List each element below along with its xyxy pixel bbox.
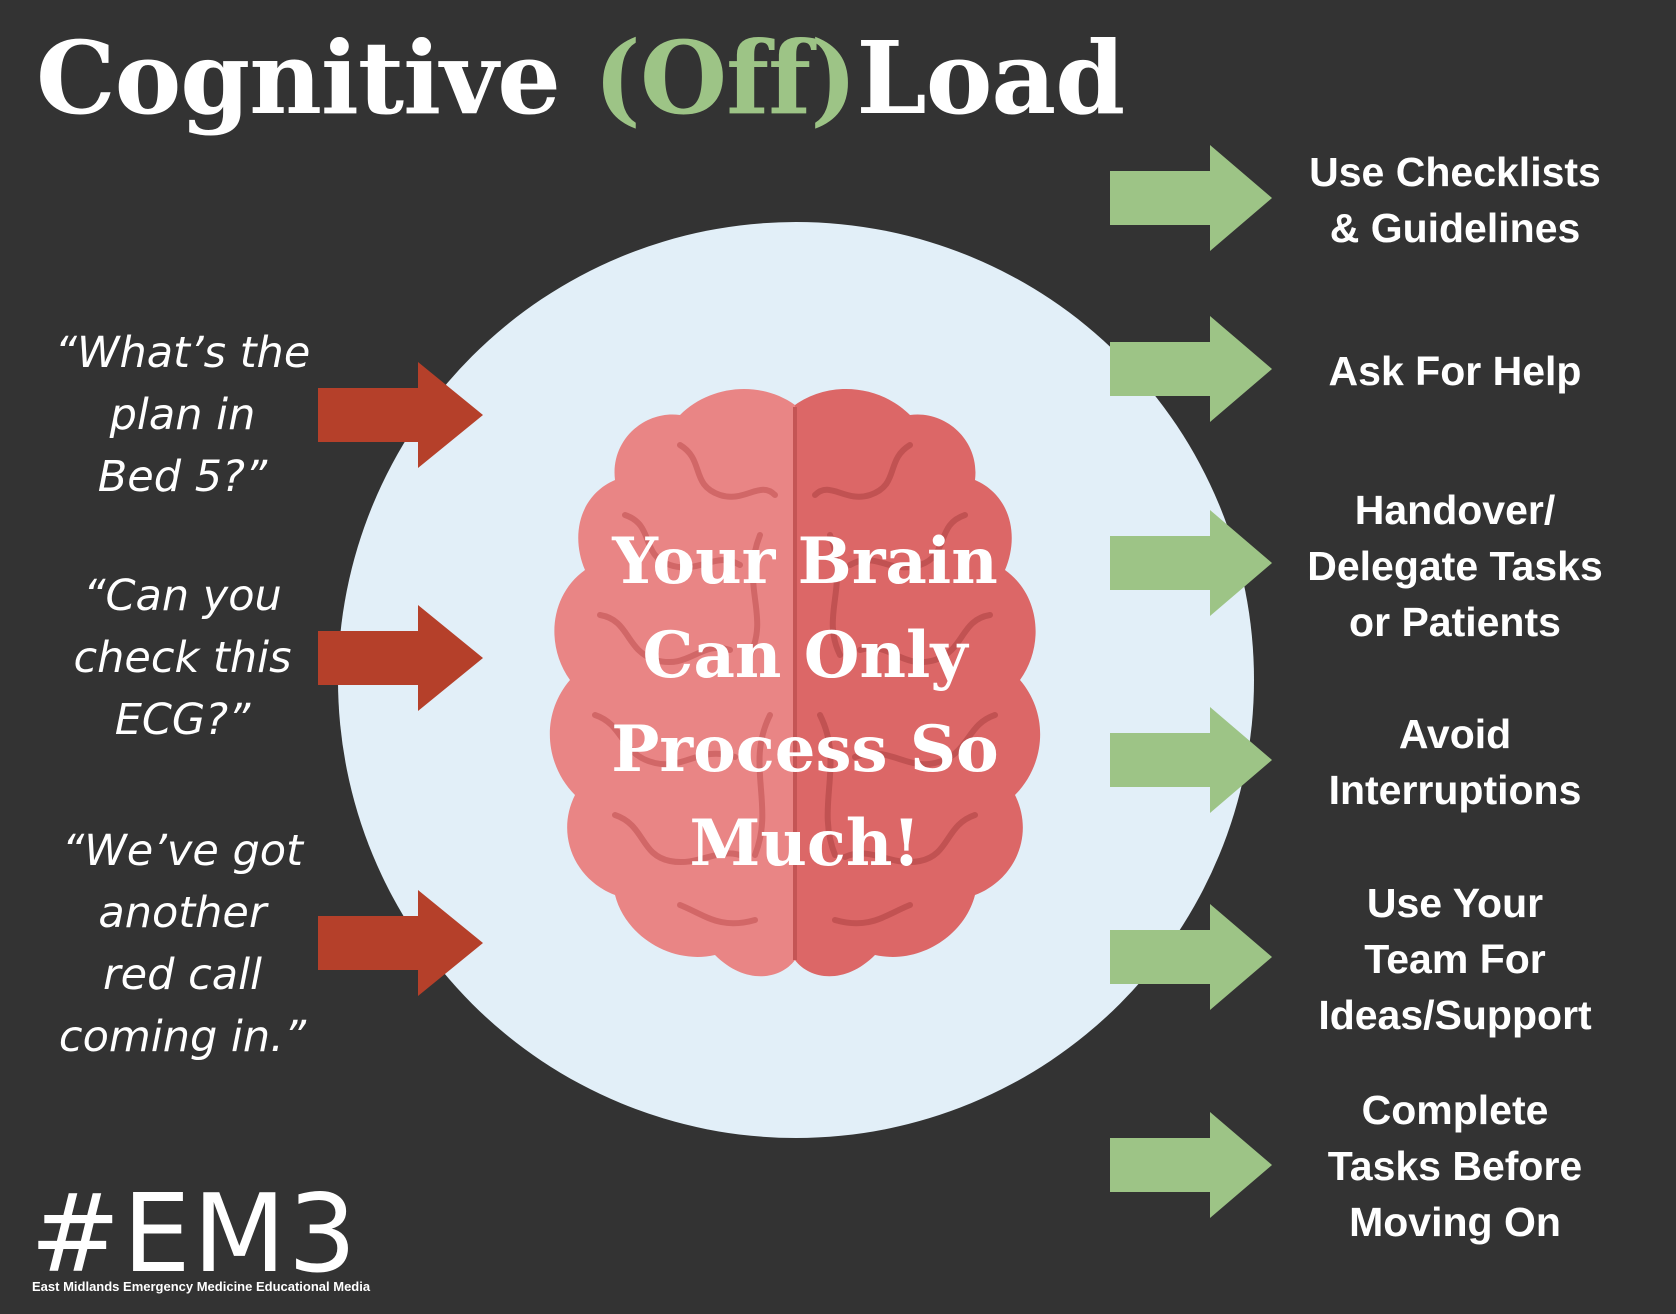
quote-line: Bed 5?” <box>97 452 268 502</box>
incoming-arrow-icon <box>318 362 483 468</box>
quote-line: “Can you <box>83 571 282 621</box>
brain-message: Your Brain Can Only Process So Much! <box>560 515 1050 891</box>
quote-line: “We’ve got <box>62 826 303 876</box>
strategy-line: Tasks Before <box>1327 1143 1583 1189</box>
strategy-line: Ask For Help <box>1328 348 1582 394</box>
strategy-arrow-icon <box>1110 904 1272 1010</box>
strategy-line: & Guidelines <box>1329 205 1581 251</box>
strategy-line: Handover/ <box>1354 487 1556 533</box>
strategy-checklists: Use Checklists & Guidelines <box>1280 144 1630 256</box>
incoming-arrow-icon <box>318 605 483 711</box>
strategy-ask-for-help: Ask For Help <box>1280 343 1630 399</box>
quote-line: another <box>98 888 267 938</box>
strategy-line: Ideas/Support <box>1318 992 1592 1038</box>
title-part2: Load <box>856 19 1125 137</box>
strategy-arrow-icon <box>1110 707 1272 813</box>
quote-line: coming in.” <box>58 1012 307 1062</box>
strategy-line: Use Your <box>1366 880 1544 926</box>
strategy-line: Interruptions <box>1328 767 1582 813</box>
title-accent: (Off) <box>593 19 858 137</box>
incoming-quote-bed5: “What’s the plan in Bed 5?” <box>40 322 325 508</box>
quote-line: check this <box>73 633 292 683</box>
strategy-line: Delegate Tasks <box>1307 543 1603 589</box>
brain-icon <box>549 388 1041 977</box>
incoming-arrow-icon <box>318 890 483 996</box>
strategy-handover: Handover/ Delegate Tasks or Patients <box>1280 482 1630 650</box>
quote-line: ECG?” <box>114 695 251 745</box>
strategy-arrow-icon <box>1110 1112 1272 1218</box>
strategy-avoid-interruptions: Avoid Interruptions <box>1280 706 1630 818</box>
incoming-quote-red-call: “We’ve got another red call coming in.” <box>40 820 325 1068</box>
page-title: Cognitive (Off)Load <box>36 18 1125 138</box>
strategy-line: Team For <box>1364 936 1546 982</box>
quote-line: red call <box>103 950 262 1000</box>
brain-message-line: Much! <box>689 806 921 881</box>
strategy-line: Moving On <box>1349 1199 1561 1245</box>
strategy-arrow-icon <box>1110 145 1272 251</box>
strategy-arrow-icon <box>1110 510 1272 616</box>
strategy-line: Avoid <box>1398 711 1512 757</box>
strategy-line: or Patients <box>1349 599 1561 645</box>
brain-message-line: Can Only <box>642 618 968 693</box>
em3-logo: #EM3 <box>30 1172 359 1297</box>
quote-line: “What’s the <box>54 328 311 378</box>
strategy-use-team: Use Your Team For Ideas/Support <box>1280 875 1630 1043</box>
strategy-arrow-icon <box>1110 316 1272 422</box>
brain-message-line: Process So <box>611 712 999 787</box>
strategy-line: Complete <box>1361 1087 1549 1133</box>
incoming-quote-ecg: “Can you check this ECG?” <box>40 565 325 751</box>
em3-logo-subtitle: East Midlands Emergency Medicine Educati… <box>32 1279 371 1294</box>
strategy-line: Use Checklists <box>1309 149 1601 195</box>
brain-message-line: Your Brain <box>612 524 998 599</box>
quote-line: plan in <box>109 390 256 440</box>
strategy-complete-tasks: Complete Tasks Before Moving On <box>1280 1082 1630 1250</box>
title-part1: Cognitive <box>36 19 594 137</box>
